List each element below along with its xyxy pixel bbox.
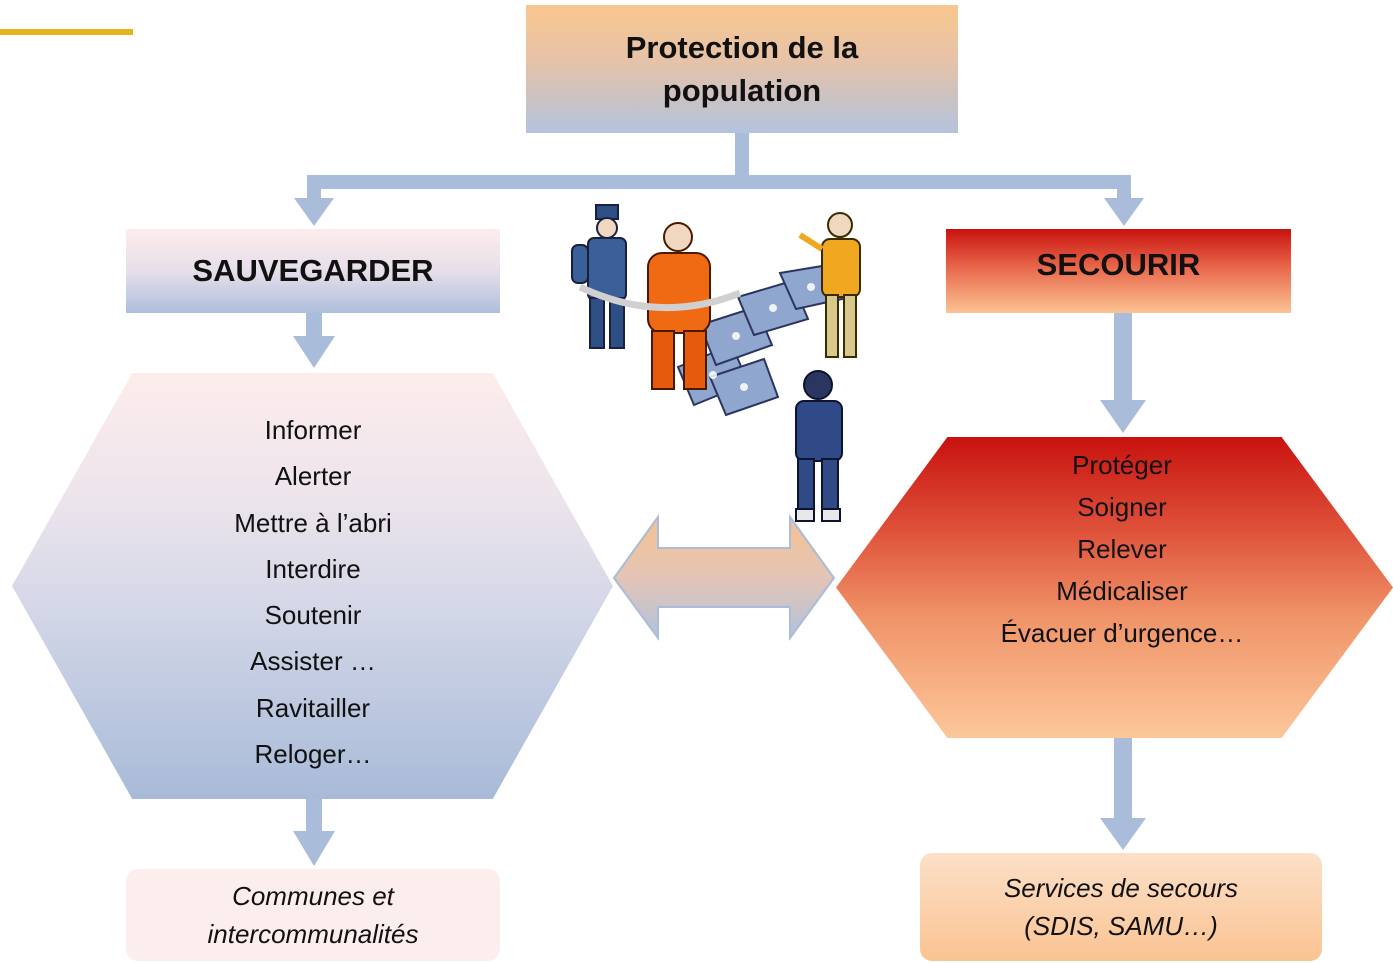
sauvegarder-title: SAUVEGARDER: [192, 253, 434, 288]
action-item: Soutenir: [264, 600, 362, 631]
secourir-hexagon: [836, 437, 1393, 738]
action-item: Informer: [264, 415, 362, 445]
secourir-box: SECOURIR: [946, 229, 1291, 313]
services-box: Services de secours (SDIS, SAMU…): [920, 853, 1322, 961]
double-arrow: [612, 513, 836, 642]
action-item: Ravitailler: [255, 692, 371, 723]
arrow-to-communes: [293, 831, 335, 866]
sauvegarder-hexagon: [12, 373, 613, 799]
root-stem: [735, 133, 749, 180]
accent-bar: [0, 29, 133, 35]
communes-label: Communes et intercommunalités: [207, 881, 419, 949]
rescue-workers-illustration: [571, 204, 861, 522]
action-item: Médicaliser: [1056, 576, 1188, 606]
arrow-to-services: [1100, 818, 1146, 850]
secourir-actions: Protéger Soigner Relever Médicaliser Éva…: [922, 444, 1322, 654]
action-item: Interdire: [265, 553, 361, 584]
branch-bar: [307, 175, 1131, 189]
action-item: Protéger: [1072, 450, 1172, 480]
action-item: Soigner: [1077, 492, 1167, 522]
action-item: Reloger…: [254, 739, 372, 770]
arrow-to-secourir: [1104, 198, 1144, 226]
action-item: Mettre à l’abri: [234, 507, 392, 538]
fire-hose: [578, 283, 742, 312]
action-item: Relever: [1077, 534, 1167, 564]
arrow-to-left-hex: [293, 336, 335, 368]
communes-box: Communes et intercommunalités: [126, 869, 500, 961]
services-label: Services de secours (SDIS, SAMU…): [1003, 873, 1239, 941]
arrow-to-right-hex: [1100, 400, 1146, 433]
root-box: Protection de la population: [526, 5, 958, 133]
sauvegarder-box: SAUVEGARDER: [126, 229, 500, 313]
action-item: Alerter: [274, 461, 352, 492]
secourir-title: SECOURIR: [1036, 247, 1201, 282]
sauvegarder-actions: Informer Alerter Mettre à l’abri Interdi…: [113, 407, 513, 777]
action-item: Évacuer d’urgence…: [1000, 618, 1244, 648]
root-title: Protection de la population: [625, 30, 859, 108]
action-item: Assister …: [250, 646, 376, 677]
arrow-to-sauvegarder: [294, 198, 334, 226]
